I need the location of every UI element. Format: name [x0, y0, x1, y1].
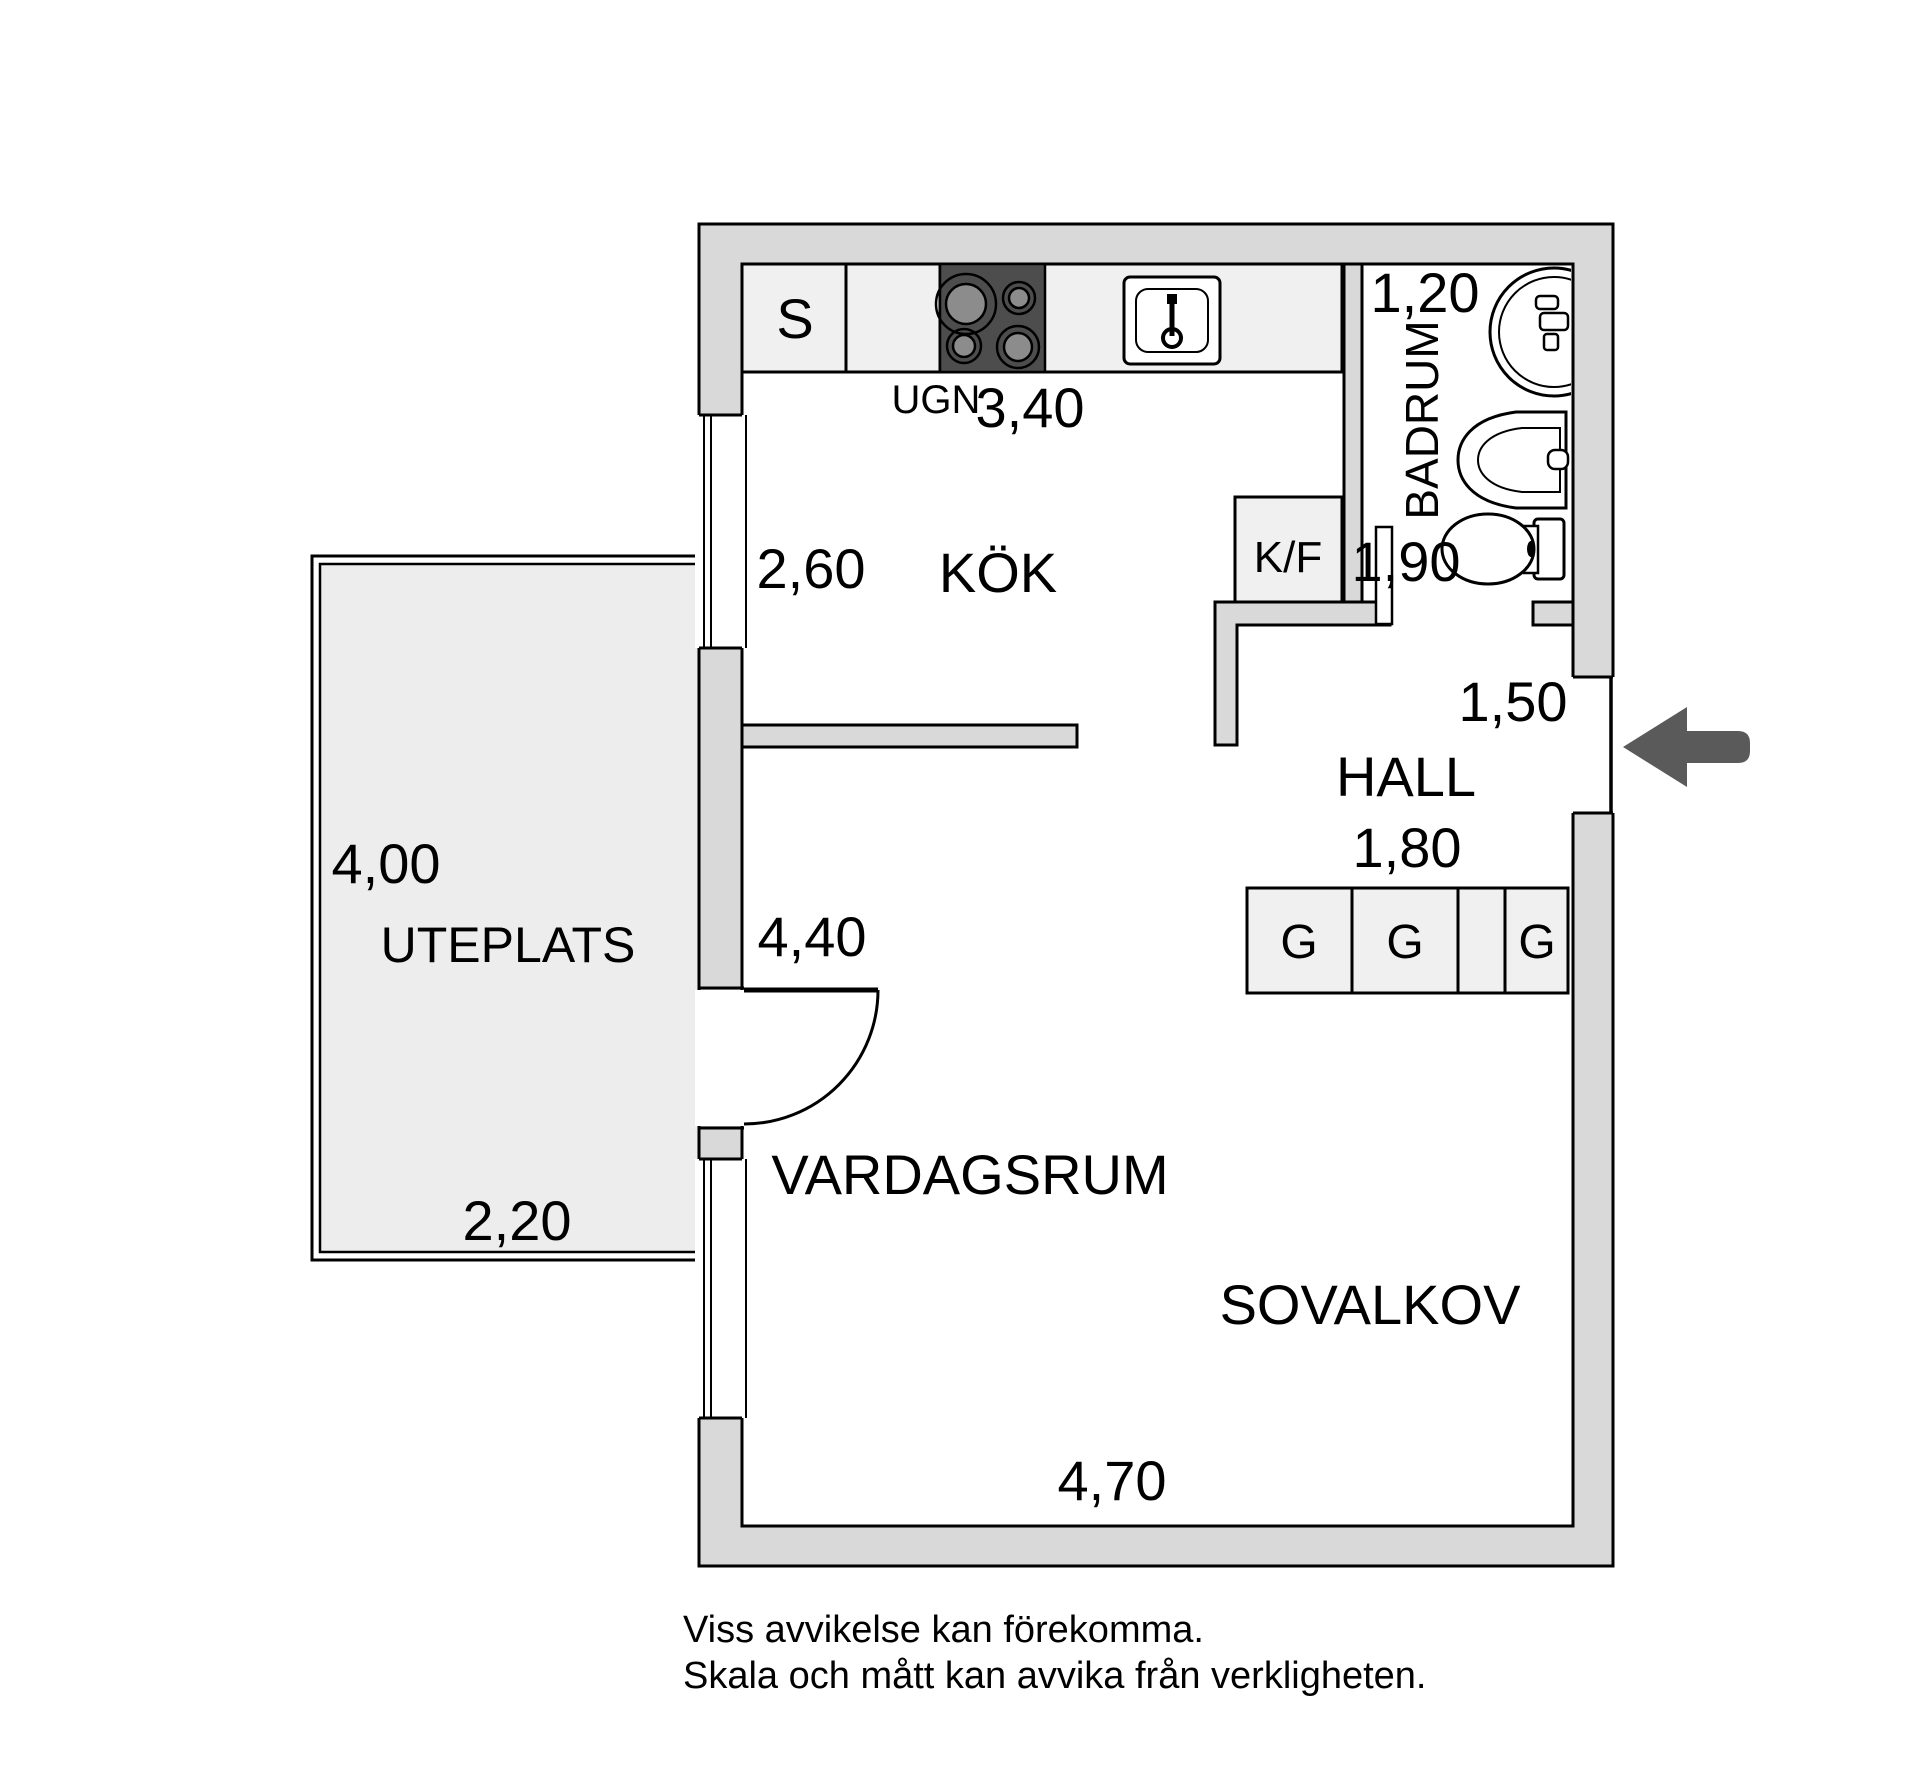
entrance-opening [1570, 675, 1618, 815]
disclaimer: Viss avvikelse kan förekomma. Skala och … [683, 1609, 1427, 1697]
bathroom-width-dim: 1,20 [1371, 261, 1480, 324]
balcony-door-caps [699, 986, 744, 1130]
bathroom-room-label: BADRUM [1396, 320, 1448, 519]
shower-tap-icon [1534, 294, 1570, 352]
entrance-caps [1573, 675, 1613, 815]
bathroom-fixtures [1440, 266, 1571, 586]
kitchen-width-dim: 3,40 [976, 376, 1085, 439]
washbasin-icon [1456, 410, 1570, 510]
interior-walls [740, 262, 1575, 749]
kitchen-living-divider-wall [740, 723, 1079, 749]
disclaimer-line-1: Viss avvikelse kan förekomma. [683, 1609, 1204, 1651]
living-room-label: VARDAGSRUM [771, 1143, 1168, 1206]
labels: S UGN 3,40 2,60 KÖK K/F 1,20 BADRUM 1,90… [332, 261, 1568, 1512]
bathroom-wall-right-stub [1531, 600, 1575, 627]
wardrobe-boxes [1245, 886, 1570, 995]
kitchen-window-caps [699, 413, 742, 650]
living-room-window-opening [695, 1159, 746, 1418]
patio-area [310, 554, 701, 1262]
kitchen-depth-dim: 2,60 [757, 537, 866, 600]
sleeping-alcove-label: SOVALKOV [1220, 1273, 1522, 1336]
hall-entrance-dim: 1,50 [1459, 670, 1568, 733]
wardrobe-label-3: G [1518, 916, 1555, 969]
bathroom-depth-dim: 1,90 [1352, 530, 1461, 593]
living-room-window [695, 1157, 747, 1420]
hall-room-label: HALL [1336, 745, 1476, 808]
kitchen-window-frame [703, 415, 747, 648]
wardrobe-dividers [1350, 888, 1507, 993]
kitchen-window [695, 413, 747, 650]
wardrobe-row [1245, 886, 1570, 995]
toilet-icon [1440, 512, 1566, 586]
living-width-dim: 4,40 [758, 905, 867, 968]
balcony-door [695, 986, 880, 1130]
fridge-freezer-label: K/F [1254, 533, 1322, 582]
stove-burners [934, 272, 1041, 370]
balcony-door-opening [695, 990, 746, 1126]
wardrobe-label-1: G [1280, 916, 1317, 969]
fridge-freezer-box [1233, 495, 1344, 604]
patio-room-label: UTEPLATS [381, 917, 636, 973]
entrance-arrow-icon [1623, 707, 1750, 787]
oven-label: UGN [892, 378, 981, 422]
cabinet-s-label: S [776, 287, 813, 350]
living-room-window-frame [703, 1159, 747, 1418]
disclaimer-line-2: Skala och mått kan avvika från verklighe… [683, 1655, 1427, 1697]
living-length-dim: 4,70 [1058, 1449, 1167, 1512]
outer-wall-outline [697, 222, 1615, 1568]
kitchen-counter [740, 262, 1344, 604]
kitchen-window-opening [695, 415, 746, 648]
kitchen-room-label: KÖK [939, 541, 1057, 604]
wardrobe-label-2: G [1386, 916, 1423, 969]
sink-icon [1122, 275, 1222, 366]
bathroom-door-leaf [1374, 525, 1394, 626]
hall-width-dim: 1,80 [1353, 816, 1462, 879]
patio-inner-border [318, 562, 701, 1254]
patio-depth-dim: 4,00 [332, 832, 441, 895]
balcony-door-swing-arc [743, 989, 880, 1126]
hall-kitchen-wall [1213, 600, 1392, 747]
living-room-window-caps [699, 1157, 742, 1420]
patio-width-dim: 2,20 [463, 1189, 572, 1252]
